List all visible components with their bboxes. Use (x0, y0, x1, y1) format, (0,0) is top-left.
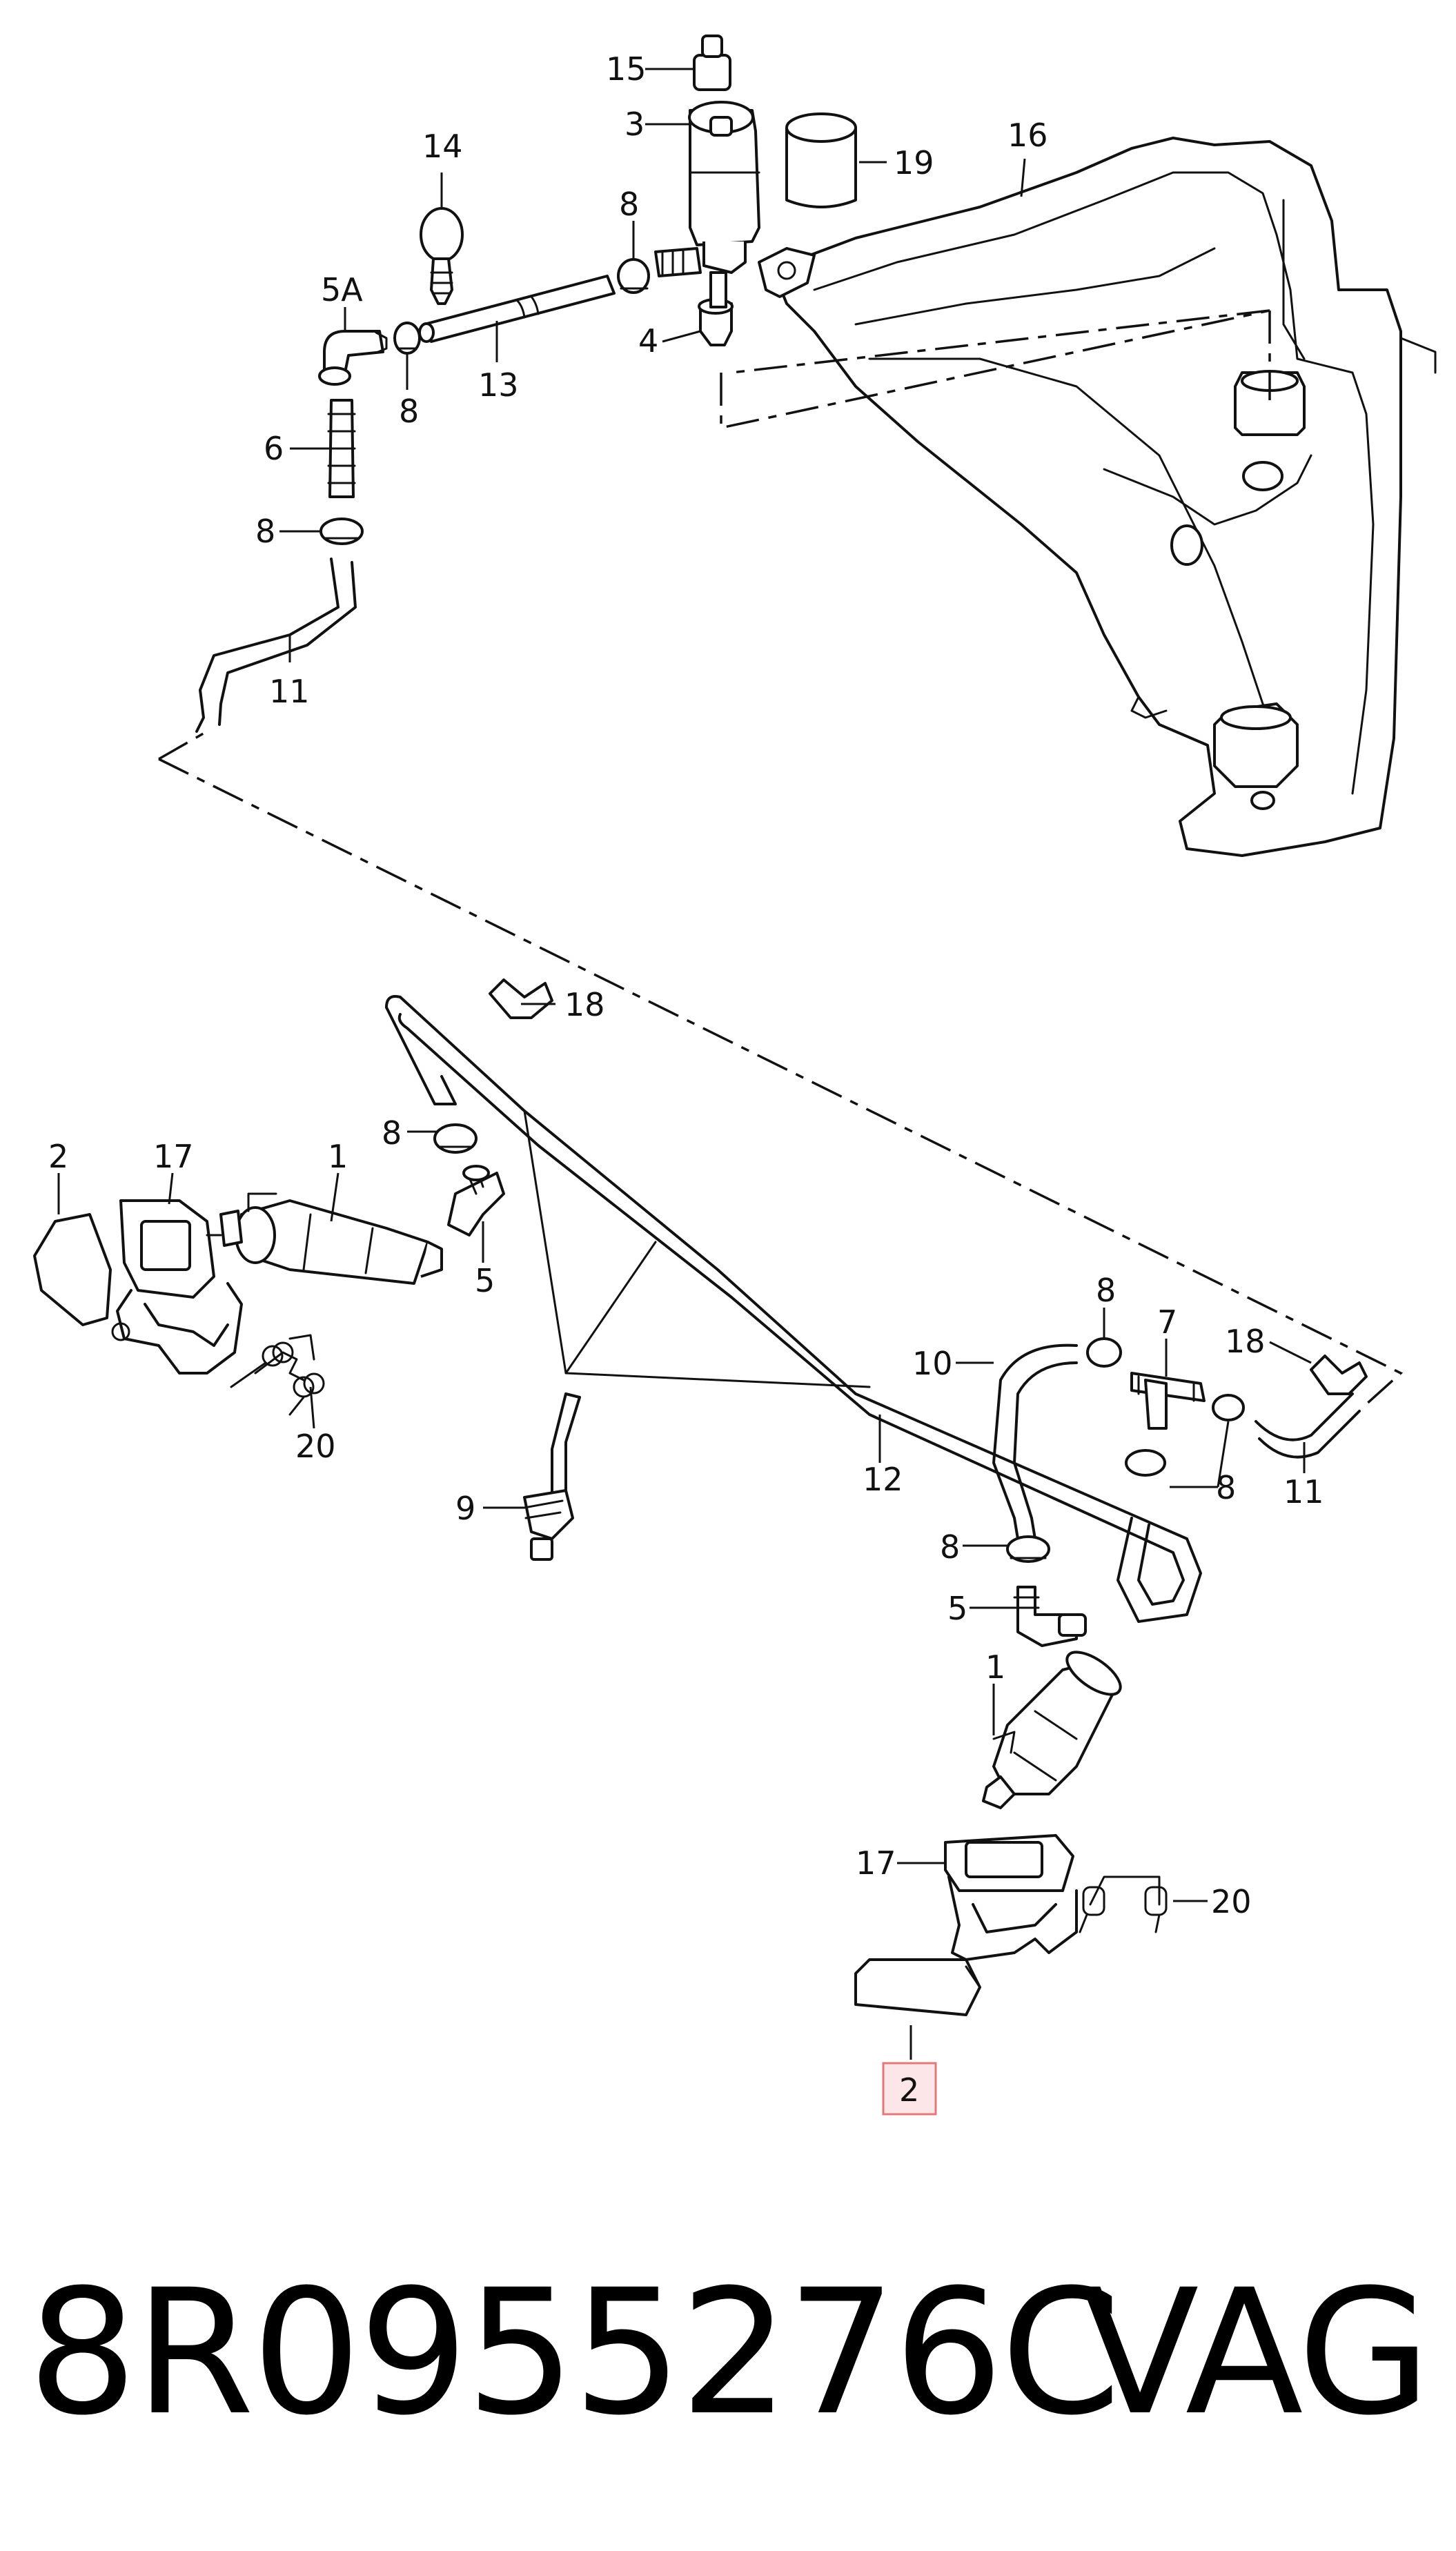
label-8-g: 8 (940, 1528, 960, 1566)
elbow-5-right (1013, 1586, 1087, 1647)
label-11-a: 11 (269, 673, 310, 710)
label-19: 19 (894, 144, 934, 181)
spring-20-left (230, 1334, 325, 1416)
washer-reservoir (758, 137, 1437, 857)
elbow-5a (318, 330, 388, 386)
label-11-b: 11 (1283, 1473, 1324, 1510)
label-8-a: 8 (619, 186, 639, 223)
label-18-b: 18 (1225, 1323, 1266, 1360)
label-12: 12 (863, 1461, 903, 1498)
connector-15 (693, 35, 731, 91)
grommet-19 (785, 112, 857, 208)
connector-6 (327, 399, 356, 498)
cap-2-left (33, 1213, 112, 1326)
label-8-c: 8 (255, 513, 275, 550)
part-labels: 15 3 19 16 14 8 5A 4 13 8 6 8 11 18 8 2 … (48, 50, 1324, 1920)
label-4: 4 (638, 322, 658, 359)
assembly-dashed-line-main (158, 730, 1404, 1406)
assembly-dashed-line-top (720, 309, 1271, 430)
hose-10 (992, 1343, 1078, 1540)
label-2-b: 2 (899, 2071, 919, 2109)
label-20-b: 20 (1211, 1883, 1252, 1920)
label-15: 15 (606, 50, 647, 88)
label-18-a: 18 (564, 986, 605, 1023)
label-5-b: 5 (475, 1262, 495, 1299)
clamp-8-g (1125, 1449, 1166, 1477)
clamp-8-d (433, 1123, 478, 1154)
label-20-a: 20 (295, 1428, 336, 1465)
label-5a: 5A (321, 271, 363, 308)
label-8-d: 8 (382, 1114, 402, 1152)
label-5-c: 5 (947, 1590, 967, 1627)
label-1-a: 1 (328, 1138, 348, 1175)
highlight-box (882, 2062, 937, 2116)
elbow-5-left (447, 1165, 505, 1237)
label-3: 3 (624, 106, 645, 143)
holder-9 (523, 1392, 581, 1561)
pump-1-right (982, 1651, 1122, 1809)
hose-12 (385, 995, 1202, 1623)
label-14: 14 (422, 128, 463, 165)
clamp-8-h (1006, 1535, 1050, 1563)
bracket-17-left (111, 1199, 243, 1375)
clamp-8-a (617, 258, 650, 294)
part-number: 8R0955276C (28, 2252, 1121, 2453)
cap-2-right (854, 1958, 981, 2016)
clamp-8-c (319, 518, 364, 545)
label-8-b: 8 (399, 393, 419, 430)
hose-11-bottom (1255, 1392, 1361, 1459)
label-8-f: 8 (1216, 1469, 1236, 1506)
label-7: 7 (1157, 1303, 1177, 1341)
label-16: 16 (1007, 117, 1048, 154)
elbow-4 (698, 271, 734, 346)
label-2-a: 2 (48, 1138, 68, 1175)
clamp-8-f (1212, 1394, 1245, 1421)
clip-18-b (1310, 1355, 1368, 1395)
label-17-a: 17 (153, 1138, 194, 1175)
brand-name: VAG (1081, 2252, 1431, 2453)
tee-7 (1130, 1372, 1206, 1430)
spring-20-right (1079, 1875, 1168, 1933)
leader-lines (57, 68, 1312, 2060)
label-13: 13 (478, 366, 519, 404)
clamp-8-e (1086, 1337, 1122, 1368)
clip-14 (420, 207, 464, 305)
hose-11-top (195, 558, 357, 733)
clamp-8-b (393, 322, 421, 355)
pump-3 (688, 101, 760, 274)
pump-1-left (206, 1192, 443, 1285)
label-10: 10 (912, 1345, 953, 1382)
hose-13 (418, 275, 616, 343)
label-17-b: 17 (856, 1844, 896, 1882)
clip-18-a (489, 978, 553, 1019)
bracket-17-right (944, 1834, 1078, 1961)
pump-outlet (654, 247, 702, 277)
highlighted-part-2[interactable]: 2 (882, 2062, 937, 2116)
label-9: 9 (455, 1490, 475, 1527)
label-6: 6 (264, 430, 284, 467)
label-1-b: 1 (985, 1648, 1005, 1686)
label-8-e: 8 (1096, 1272, 1116, 1309)
